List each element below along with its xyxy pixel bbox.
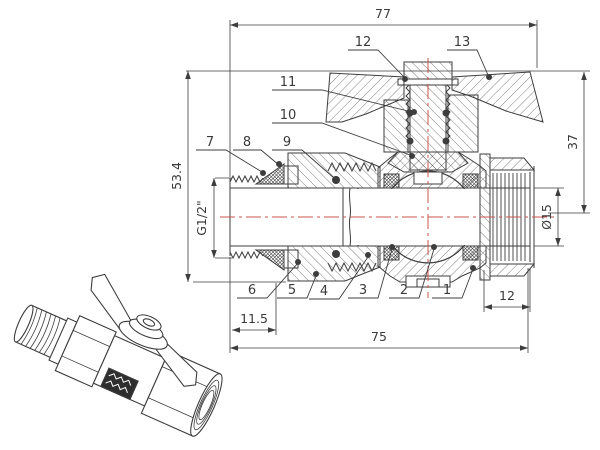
callout-7: 7 — [196, 135, 266, 176]
dim-right-port-diameter: Ø15 — [534, 187, 564, 247]
callout-12-label: 12 — [355, 35, 372, 50]
dim-overall-height: 53.4 — [169, 71, 286, 283]
dim-left-thread-size-label: G1/2" — [194, 200, 209, 236]
callout-8: 8 — [233, 135, 282, 167]
dim-left-thread-length: 11.5 — [232, 283, 277, 335]
isometric-view — [13, 273, 223, 437]
callout-11-label: 11 — [280, 75, 297, 90]
dim-right-port-diameter-label: Ø15 — [539, 204, 554, 230]
callout-2-label: 2 — [400, 283, 408, 298]
iso-handle-hole — [142, 318, 156, 327]
callout-7-label: 7 — [206, 135, 214, 150]
callout-11: 11 — [272, 75, 417, 115]
dim-body-length: 75 — [229, 257, 529, 353]
callout-3-label: 3 — [359, 283, 367, 298]
iso-hex-nut — [140, 350, 223, 437]
iso-male-thread — [13, 304, 67, 358]
callout-2: 2 — [389, 244, 437, 299]
callout-3: 3 — [348, 244, 395, 299]
iso-knurl-label — [100, 367, 139, 401]
callout-13-label: 13 — [454, 35, 471, 50]
callout-1: 1 — [432, 265, 476, 299]
dim-left-thread-length-label: 11.5 — [240, 311, 268, 326]
centerlines — [220, 58, 556, 298]
callout-8-label: 8 — [243, 135, 251, 150]
dim-body-length-label: 75 — [371, 329, 387, 344]
callout-6: 6 — [237, 259, 301, 299]
callout-9-label: 9 — [283, 135, 291, 150]
dim-right-thread-length-label: 12 — [499, 288, 515, 303]
dimensions: 77 53.4 G1/2" 37 Ø15 — [169, 6, 590, 353]
callout-6-label: 6 — [248, 283, 256, 298]
callout-12: 12 — [348, 35, 408, 82]
callout-10: 10 — [272, 108, 415, 159]
section-view — [186, 61, 590, 288]
dim-overall-height-label: 53.4 — [169, 162, 184, 190]
wing-handle — [325, 71, 544, 123]
callout-9: 9 — [272, 135, 339, 182]
callout-1-label: 1 — [443, 283, 451, 298]
dim-right-thread-length: 12 — [483, 268, 531, 312]
callout-13: 13 — [447, 35, 492, 80]
callout-10-label: 10 — [280, 108, 297, 123]
iso-wing-handle — [90, 273, 198, 387]
callout-5: 5 — [277, 271, 319, 299]
callout-4: 4 — [309, 252, 371, 300]
dim-overall-width: 77 — [229, 6, 538, 177]
dim-handle-height: 37 — [548, 72, 590, 214]
dim-overall-width-label: 77 — [375, 6, 391, 21]
callout-5-label: 5 — [288, 283, 296, 298]
part-callouts: 1 2 3 4 5 6 7 8 — [196, 35, 492, 300]
callout-4-label: 4 — [320, 284, 328, 299]
dim-handle-height-label: 37 — [565, 134, 580, 150]
dim-left-thread-size: G1/2" — [194, 177, 232, 259]
